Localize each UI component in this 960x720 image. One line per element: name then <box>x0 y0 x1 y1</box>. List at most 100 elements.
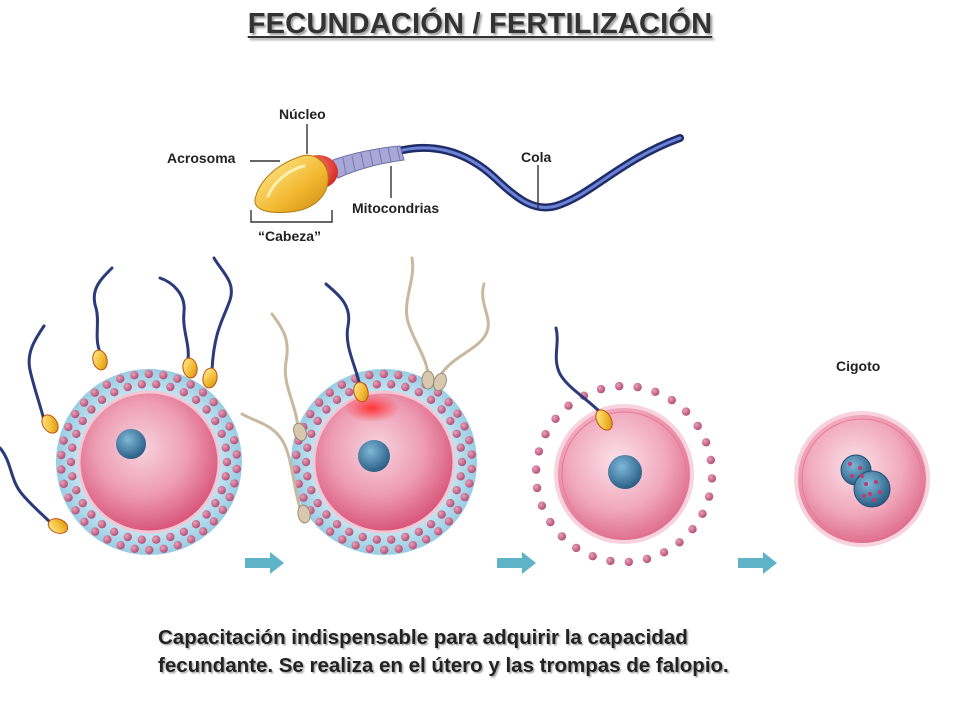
caption: Capacitación indispensable para adquirir… <box>158 624 878 680</box>
ovum-nucleus <box>608 455 642 489</box>
follicle-cell <box>534 447 544 456</box>
follicle-cell <box>218 505 227 515</box>
follicle-cell <box>313 498 322 508</box>
follicle-cell <box>701 438 711 447</box>
follicle-cell <box>78 416 87 426</box>
follicle-cell <box>307 486 316 495</box>
follicle-cell <box>79 398 89 407</box>
follicle-cell <box>90 527 100 536</box>
follicle-cell <box>217 486 226 495</box>
follicle-cell <box>230 479 239 488</box>
follicle-cell <box>351 541 360 550</box>
follicle-cell <box>380 545 389 555</box>
arrow-right-icon <box>738 552 777 574</box>
follicle-cell <box>68 443 77 452</box>
follicle-cell <box>532 483 542 493</box>
follicle-cell <box>221 443 230 452</box>
follicle-cell <box>166 382 175 392</box>
follicle-cell <box>97 395 107 404</box>
follicle-cell <box>72 486 81 495</box>
follicle-cell <box>642 554 652 564</box>
follicle-cell <box>211 416 220 426</box>
label-zygote: Cigoto <box>836 358 881 374</box>
follicle-cell <box>414 527 423 536</box>
follicle-cell <box>87 405 96 414</box>
follicle-cell <box>64 422 73 432</box>
follicle-cell <box>408 374 417 383</box>
follicle-cell <box>444 517 454 526</box>
sperm-acrosome <box>254 154 329 213</box>
follicle-cell <box>408 541 417 550</box>
follicle-cell <box>71 506 80 515</box>
follicle-cell <box>191 520 201 529</box>
follicle-cell <box>80 517 89 526</box>
follicle-cell <box>444 398 453 407</box>
follicle-cell <box>292 465 301 474</box>
follicle-cell <box>659 548 669 557</box>
follicle-cell <box>541 430 550 439</box>
follicle-cell <box>365 544 374 553</box>
follicle-cell <box>337 380 347 389</box>
caption-line-1: Capacitación indispensable para adquirir… <box>158 626 688 649</box>
follicle-cell <box>166 532 175 542</box>
follicle-cell <box>531 465 541 474</box>
follicle-cell <box>437 510 446 519</box>
follicle-cell <box>294 479 303 488</box>
follicle-cell <box>465 479 474 488</box>
follicle-cell <box>345 527 354 536</box>
follicle-cell <box>414 388 423 397</box>
follicle-cell <box>557 532 567 541</box>
follicle-cell <box>198 388 208 397</box>
follicle-cell <box>152 380 161 389</box>
ovum-nucleus <box>358 440 390 472</box>
follicle-cell <box>706 455 716 465</box>
follicle-cell <box>456 443 465 452</box>
follicle-cell <box>71 409 80 419</box>
follicle-cell <box>572 543 581 553</box>
follicle-cell <box>338 535 347 544</box>
arrows <box>245 552 777 574</box>
label-mitochondria: Mitocondrias <box>352 200 440 216</box>
page-title: FECUNDACIÓN / FERTILIZACIÓN <box>247 8 713 40</box>
follicle-cell <box>421 535 431 544</box>
follicle-cell <box>230 436 239 445</box>
arrow-right-icon <box>497 552 536 574</box>
follicle-cell <box>596 384 606 394</box>
follicle-cell <box>191 395 201 404</box>
label-tail: Cola <box>521 149 552 165</box>
ovum-nucleus <box>116 429 146 459</box>
label-head: “Cabeza” <box>258 228 322 244</box>
follicle-cell <box>467 464 476 474</box>
follicle-cell <box>688 525 697 534</box>
follicle-cell <box>453 409 462 418</box>
follicle-cell <box>186 380 195 389</box>
follicle-cell <box>97 520 107 529</box>
follicle-cell <box>537 501 547 510</box>
follicle-cell <box>551 414 560 423</box>
follicle-cell <box>314 398 324 407</box>
follicle-cell <box>202 510 211 519</box>
follicle-cell <box>401 382 410 392</box>
follicle-cell <box>358 532 367 542</box>
follicle-cell <box>460 492 469 502</box>
follicle-cell <box>332 395 342 404</box>
follicle-cell <box>221 472 230 481</box>
follicle-cell <box>667 395 676 405</box>
follicle-cell <box>564 401 573 410</box>
follicle-cell <box>345 388 354 397</box>
follicle-cell <box>633 382 642 392</box>
follicle-cell <box>102 380 112 389</box>
follicle-cell <box>394 371 403 380</box>
follicle-cell <box>159 544 168 553</box>
follicle-cell <box>137 535 146 544</box>
follicle-cell <box>387 535 396 544</box>
follicle-cell <box>222 457 232 467</box>
follicle-cell <box>675 538 684 547</box>
follicle-cell <box>123 382 132 392</box>
follicle-cell <box>225 492 234 502</box>
follicle-cell <box>110 527 119 536</box>
follicle-cell <box>452 486 461 495</box>
ovum-stage-2 <box>240 256 490 555</box>
